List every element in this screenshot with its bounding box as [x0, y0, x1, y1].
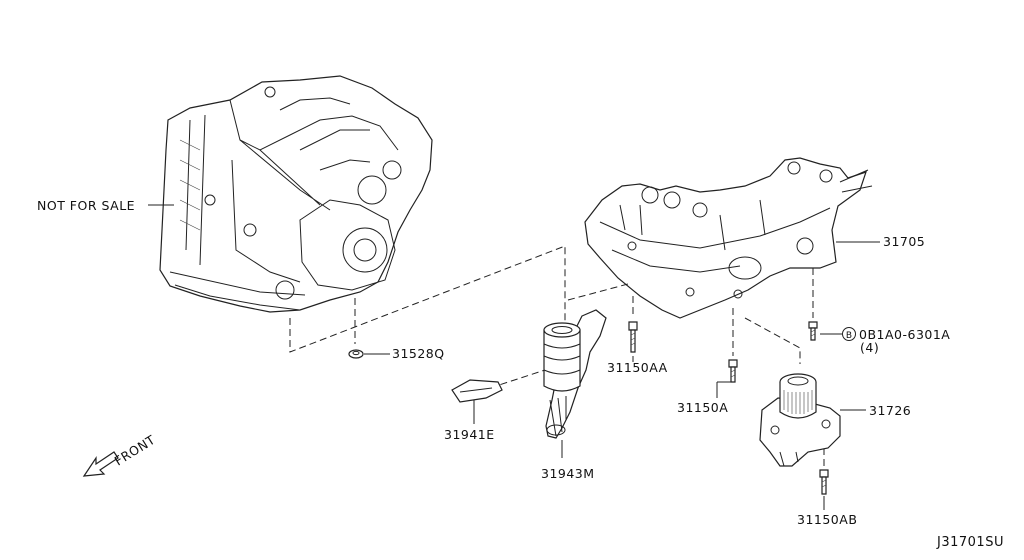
oil-pump-31726	[759, 373, 841, 467]
front-label: FRONT	[112, 432, 158, 469]
assembly-guide-lines	[289, 245, 825, 468]
p31726-label: 31726	[869, 403, 911, 418]
p31941E-label: 31941E	[444, 427, 495, 442]
front-direction-arrow-icon	[82, 451, 119, 477]
diagram-code: J31701SU	[936, 535, 1004, 550]
bolt-spec-label: 0B1A0-6301A	[859, 327, 950, 342]
washer-31528Q	[348, 349, 364, 359]
control-valve-body	[584, 157, 873, 319]
bolt-0B1A0-6301A	[808, 321, 818, 341]
bolt-qty-label: (4)	[860, 340, 879, 355]
p31528Q-label: 31528Q	[392, 346, 445, 361]
oil-strainer-31943M	[543, 309, 607, 439]
p31150AA-label: 31150AA	[607, 360, 668, 375]
p31150A-label: 31150A	[677, 400, 728, 415]
bolt-31150A	[728, 359, 738, 383]
bolt-b-circle-icon: B	[842, 327, 856, 341]
p31705-label: 31705	[883, 234, 925, 249]
p31943M-label: 31943M	[541, 466, 595, 481]
seal-31941E	[451, 379, 503, 403]
bolt-symbol: B	[846, 331, 852, 341]
bolt-31150AA	[628, 321, 638, 353]
bolt-31150AB	[819, 469, 829, 495]
p31150AB-label: 31150AB	[797, 512, 857, 527]
transmission-assembly	[159, 75, 433, 313]
not-for-sale-label: NOT FOR SALE	[37, 198, 135, 213]
